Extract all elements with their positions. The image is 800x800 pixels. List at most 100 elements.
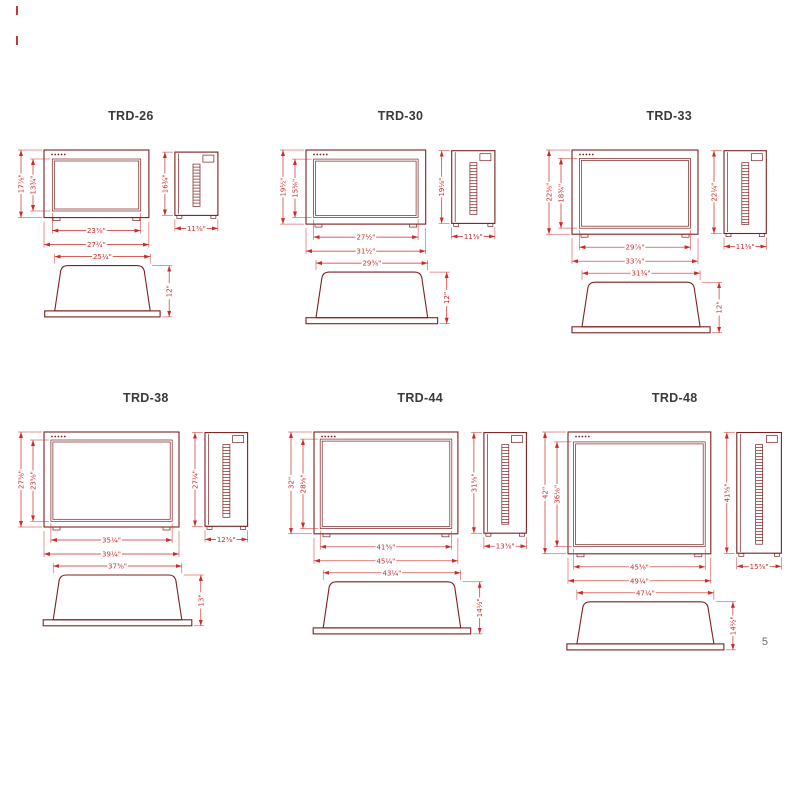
dimension-label: 22¼" — [711, 183, 719, 202]
dimension-label: 18¾" — [558, 184, 566, 203]
model-title: TRD-30 — [378, 109, 424, 123]
control-dot — [316, 153, 319, 156]
trim-view — [44, 265, 161, 318]
control-dot — [322, 153, 325, 156]
control-dot — [54, 435, 57, 438]
dimension-label: 25¼" — [93, 253, 112, 261]
model-title: TRD-44 — [397, 391, 443, 405]
dimension-label: 36⅛" — [554, 485, 562, 504]
control-dot — [319, 153, 322, 156]
page-number: 5 — [761, 636, 768, 648]
dimension-label: 11⅜" — [187, 225, 206, 233]
model-diagram-trd-33: TRD-33 22⅝" 18¾" 29⅞" 33⅞" 22¼" 11⅜" 31¾" 12" — [534, 104, 800, 404]
model-title: TRD-48 — [652, 391, 698, 405]
side-view — [483, 432, 527, 537]
technical-drawing: TRD-26 17⅞" 13¾" 23⅜" 27¾" 16¾" 11⅜" 25¼" 12" — [16, 109, 219, 318]
front-view — [313, 431, 459, 538]
control-dot — [591, 153, 594, 156]
dimension-label: 37⅜" — [108, 563, 127, 571]
side-view — [736, 431, 782, 557]
control-dot — [51, 435, 53, 438]
control-dot — [51, 153, 53, 156]
model-title: TRD-33 — [646, 109, 692, 123]
control-dot — [63, 435, 66, 438]
dimension-label: 11⅜" — [464, 233, 483, 241]
dimension-label: 13¾" — [30, 176, 38, 195]
dimension-label: 35¼" — [102, 537, 121, 545]
technical-drawing: TRD-33 22⅝" 18¾" 29⅞" 33⅞" 22¼" 11⅜" 31¾" 12" — [544, 109, 767, 334]
dimension-label: 42" — [542, 487, 550, 499]
control-dot — [57, 153, 60, 156]
control-dot — [581, 435, 584, 438]
control-dot — [587, 435, 590, 438]
dimension-label: 23⅜" — [87, 227, 106, 235]
dimension-label: 19½" — [280, 178, 288, 197]
model-title: TRD-38 — [123, 391, 169, 405]
trim-view — [42, 574, 193, 627]
dimension-label: 41⅜" — [376, 543, 395, 551]
front-view — [567, 431, 712, 558]
dimension-label: 17⅞" — [18, 174, 26, 193]
control-dot — [60, 435, 63, 438]
dimension-label: 27½" — [356, 234, 375, 242]
dimension-label: 43¼" — [382, 569, 401, 577]
control-dot — [313, 153, 315, 156]
dimension-label: 19⅛" — [438, 178, 446, 197]
dimension-label: 12" — [716, 301, 724, 313]
dimension-label: 12" — [166, 285, 174, 297]
front-view — [305, 149, 427, 228]
front-view — [43, 431, 180, 531]
dimension-label: 28⅛" — [300, 474, 308, 493]
control-dot — [57, 435, 60, 438]
dimension-label: 15⅜" — [292, 179, 300, 198]
dimension-label: 27¼" — [192, 470, 200, 489]
dimension-label: 14½" — [729, 616, 737, 635]
dimension-label: 27¾" — [87, 241, 106, 249]
dimension-label: 12⅜" — [217, 536, 236, 544]
control-dot — [330, 435, 333, 438]
model-title: TRD-26 — [108, 109, 154, 123]
dimension-label: 45¼" — [376, 557, 395, 565]
crop-mark-top — [16, 6, 18, 15]
side-view — [174, 151, 219, 219]
side-view — [451, 150, 496, 227]
front-view — [43, 149, 150, 221]
front-view — [571, 149, 699, 238]
dimension-label: 49¼" — [630, 577, 649, 585]
dimension-label: 16¾" — [161, 174, 169, 193]
dimension-label: 31⅝" — [470, 473, 478, 492]
dimension-label: 29⅜" — [362, 260, 381, 268]
trim-view — [566, 601, 725, 651]
dimension-label: 14½" — [476, 598, 484, 617]
dimension-label: 29⅞" — [626, 244, 645, 252]
control-dot — [63, 153, 66, 156]
control-dot — [333, 435, 336, 438]
dimension-label: 32" — [288, 477, 296, 489]
control-dot — [324, 435, 327, 438]
control-dot — [588, 153, 591, 156]
dimension-label: 27⅝" — [18, 470, 26, 489]
dimension-label: 22⅝" — [546, 183, 554, 202]
dimension-label: 31¾" — [632, 270, 651, 278]
dimension-label: 47¼" — [636, 589, 655, 597]
control-dot — [584, 435, 587, 438]
crop-mark-bottom — [16, 36, 18, 45]
control-dot — [325, 153, 328, 156]
trim-view — [305, 271, 439, 325]
dimension-label: 13" — [197, 594, 205, 606]
control-dot — [60, 153, 63, 156]
dimension-label: 12" — [443, 292, 451, 304]
control-dot — [54, 153, 57, 156]
dimension-label: 11⅜" — [736, 243, 755, 251]
dimension-label: 33⅞" — [626, 258, 645, 266]
control-dot — [321, 435, 323, 438]
